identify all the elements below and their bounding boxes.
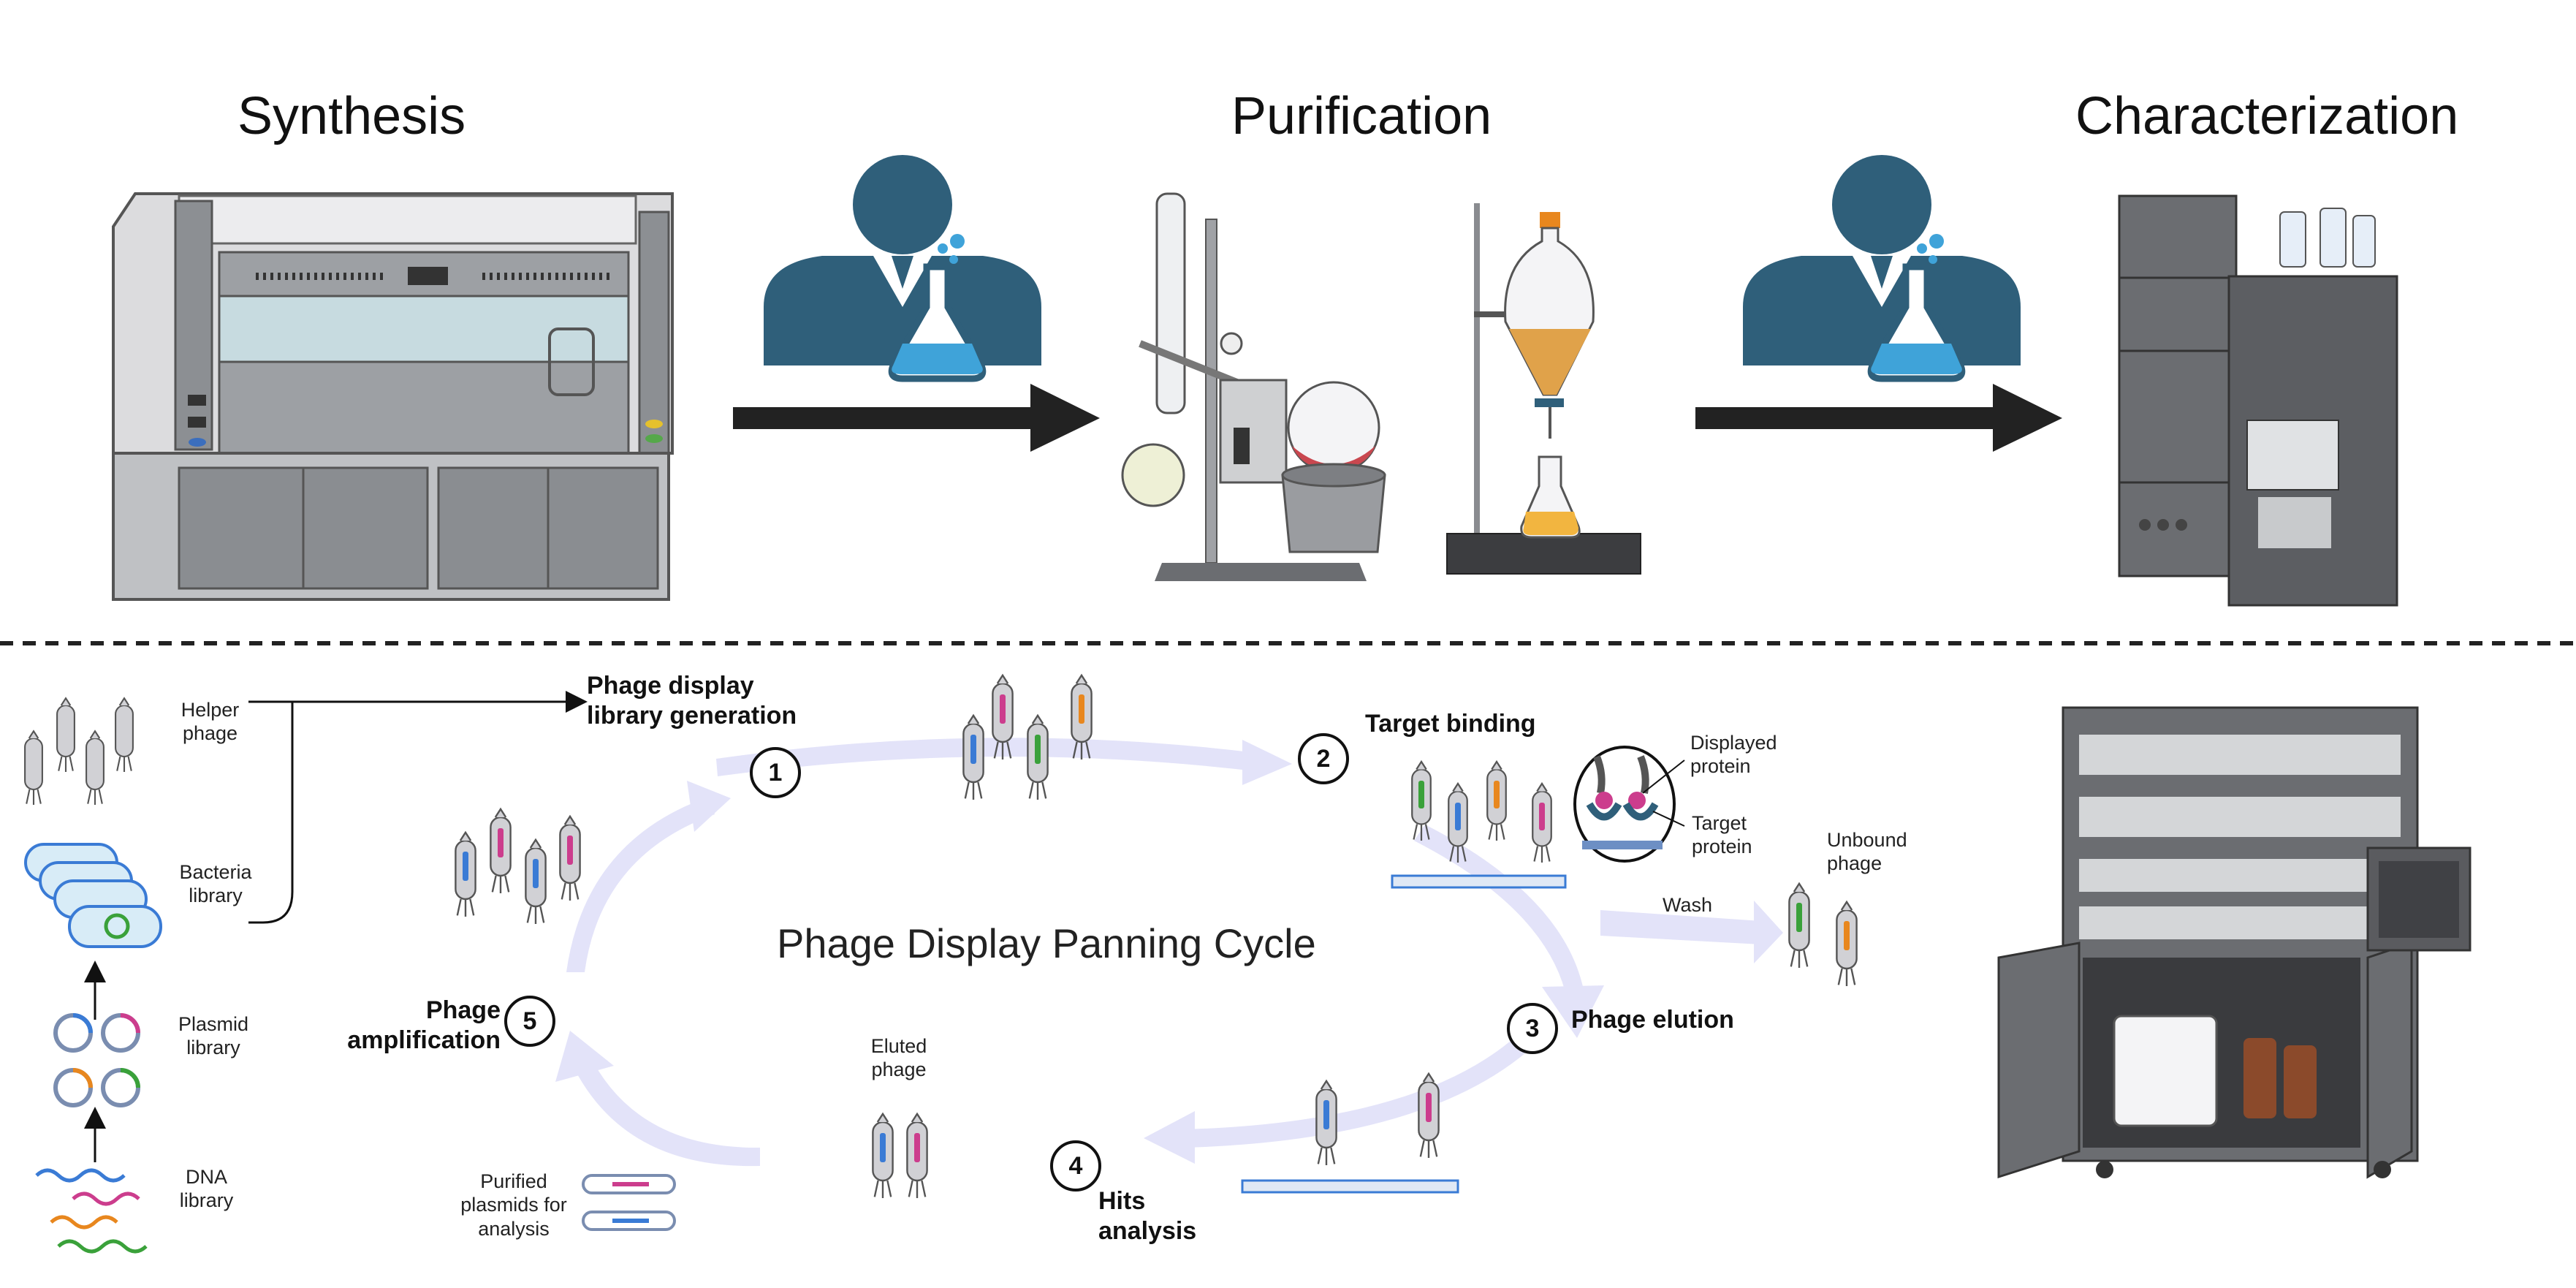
wash-label: Wash [1663, 894, 1713, 916]
step-1-label: Phage display library generation [587, 672, 797, 730]
magnified-binding-icon [1573, 746, 1685, 863]
stage-title-purification: Purification [1231, 87, 1492, 145]
purified-plasmids-label: Purified plasmids for analysis [460, 1170, 567, 1240]
rotary-evaporator-icon [1121, 192, 1386, 581]
flask-icon [888, 234, 987, 382]
right-arrow-icon [1695, 384, 2062, 452]
separatory-funnel-icon [1446, 203, 1641, 575]
library-phages [962, 674, 1093, 801]
elution-plate [1241, 1072, 1459, 1194]
right-arrow-icon [733, 384, 1100, 452]
step-2-marker: 2 [1298, 733, 1349, 784]
target-protein-label: Target protein [1692, 812, 1752, 858]
helper-phage-label: Helper phage [181, 699, 240, 745]
step-2-label: Target binding [1365, 710, 1536, 738]
liquid-handler-icon [1997, 706, 2471, 1179]
dna-library-icon [35, 1168, 148, 1254]
stage-title-characterization: Characterization [2075, 87, 2459, 145]
dna-library-label: DNA library [179, 1166, 234, 1212]
step-3-label: Phage elution [1571, 1006, 1734, 1034]
scientist-icon [764, 155, 1041, 365]
purified-plasmids-icon [582, 1174, 676, 1231]
step-3-marker: 3 [1507, 1003, 1558, 1054]
step-5-label: Phage amplification [347, 996, 501, 1054]
bacteria-library-label: Bacteria library [179, 861, 252, 907]
flask-icon [1867, 234, 1966, 382]
target-binding-plate [1391, 760, 1567, 889]
stage-title-synthesis: Synthesis [238, 87, 466, 145]
step-1-marker: 1 [750, 747, 801, 798]
eluted-phage-label: Eluted phage [870, 1035, 927, 1081]
step-4-marker: 4 [1050, 1140, 1101, 1192]
helper-phage-icon [24, 697, 134, 806]
unbound-phage-label: Unbound phage [1827, 829, 1907, 875]
step-4-label: Hits analysis [1098, 1187, 1197, 1245]
displayed-protein-label: Displayed protein [1690, 732, 1777, 778]
plasmid-library-label: Plasmid library [178, 1013, 249, 1059]
amplified-phages [455, 808, 581, 925]
hplc-system-icon [2118, 194, 2398, 607]
unbound-phages [1788, 882, 1858, 988]
panning-cycle-arrows [555, 738, 1783, 1167]
plasmid-library-icon [53, 1013, 140, 1107]
step-5-marker: 5 [504, 996, 555, 1047]
bacteria-library-icon [24, 843, 162, 948]
fume-hood-icon [112, 192, 674, 601]
cycle-title: Phage Display Panning Cycle [777, 920, 1316, 966]
library-bracket [248, 700, 294, 924]
eluted-phages [872, 1113, 928, 1200]
scientist-icon [1743, 155, 2021, 365]
